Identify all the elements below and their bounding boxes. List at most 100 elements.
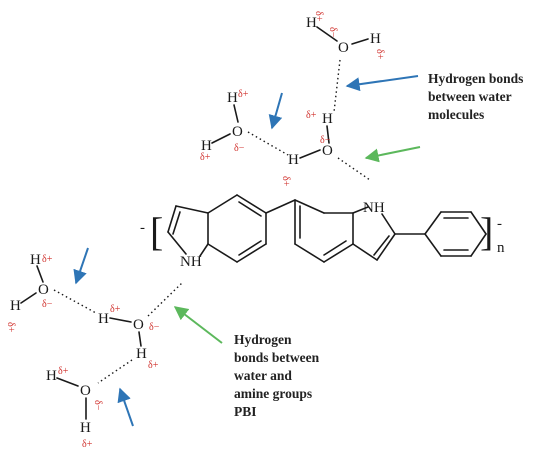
partial-charge-label: δ− [234,143,245,154]
partial-charge-label: δ+ [200,152,211,163]
water-water-hbond-arrow [117,387,134,427]
hydrogen-bond [337,157,371,181]
label-line: amine groups [234,386,312,401]
bond [56,377,79,387]
hydrogen-atom: H [30,252,41,268]
bond [470,233,487,257]
polymer-repeat-subscript: n [497,240,505,256]
water-molecule: H O H δ+ δ− δ+ [46,366,103,450]
partial-charge-label: δ− [42,299,53,310]
hydrogen-atom: H [201,138,212,154]
label-water-water: Hydrogen bonds between water molecules [428,71,523,122]
bond [211,133,231,144]
water-amine-hbond-arrow [364,146,421,163]
bond [238,201,262,217]
water-water-hbond-arrow [73,247,89,285]
oxygen-atom: O [232,124,243,140]
oxygen-atom: O [38,282,49,298]
partial-charge-label: δ+ [42,254,53,265]
water-water-hbond-arrow [268,92,283,130]
label-line: water and [234,368,292,383]
bond [167,231,187,255]
water-amine-hbond-arrow [173,306,223,344]
partial-charge-label: δ− [320,135,331,146]
partial-charge-label: δ+ [82,439,93,450]
pbi-polymer-structure: - [ NH NH [140,194,505,270]
bond [470,211,487,235]
bond [373,235,390,256]
bond [316,26,338,42]
hydrogen-atom: H [80,420,91,436]
bond [138,331,142,347]
water-molecule: H O H δ+ δ− δ+ [98,304,160,371]
label-line: molecules [428,107,484,122]
nitrogen-hydrogen-left: NH [180,254,202,270]
partial-charge-label: δ+ [110,304,121,315]
hydrogen-atom: H [10,298,21,314]
water-molecule: H O H δ+ δ− δ+ [280,110,333,187]
water-water-hbond-arrow [345,75,419,92]
bond [207,194,238,214]
polymer-close-bracket: ] [480,209,493,254]
bond [233,104,239,123]
label-line: PBI [234,404,257,419]
bond [265,199,296,214]
polymer-left-dash: - [140,220,145,236]
partial-charge-label: δ+ [238,89,249,100]
hydrogen-atom: H [370,31,381,47]
bond [352,243,378,261]
hydrogen-atom: H [46,368,57,384]
lower-water-cluster: H O H δ+ δ− δ+ H O H δ+ δ− δ+ H O H [5,252,183,450]
polymer-right-dash: - [497,216,502,232]
bond [299,149,321,159]
partial-charge-label: δ− [149,322,160,333]
water-molecule: H O H δ+ δ− δ+ [5,252,53,333]
label-line: bonds between [234,350,320,365]
bond [351,38,369,45]
water-molecule: H O H δ+ δ− δ+ [200,89,249,163]
water-molecule: O H H δ+ δ− δ+ [306,11,385,60]
label-line: between water [428,89,512,104]
hydrogen-atom: H [98,311,109,327]
hydrogen-bond [333,59,341,113]
bond [376,233,396,261]
oxygen-atom: O [322,143,333,159]
bond [323,243,354,263]
hydrogen-atom: H [227,90,238,106]
hydrogen-bond [147,282,183,317]
bond [352,206,369,214]
partial-charge-label: δ− [327,27,338,38]
label-water-amine: Hydrogen bonds between water and amine g… [234,332,320,419]
partial-charge-label: δ+ [374,49,385,60]
bond [199,243,209,257]
bond [294,199,325,214]
partial-charge-label: δ+ [306,110,317,121]
partial-charge-label: δ+ [58,366,69,377]
bond [236,243,267,263]
hydrogen-bond [53,289,97,314]
bond [381,213,396,235]
bond [109,317,132,323]
partial-charge-label: δ+ [313,11,324,22]
hydrogen-atom: H [288,152,299,168]
bond [207,243,238,263]
partial-charge-label: δ+ [5,322,16,333]
partial-charge-label: δ− [92,400,103,411]
hydrogen-bond [247,131,289,156]
bond [20,292,37,304]
bond [326,125,330,144]
bond [238,240,262,256]
hydrogen-atom: H [306,15,317,31]
oxygen-atom: O [80,383,91,399]
bond [175,205,209,214]
annotation-arrows [73,75,421,427]
partial-charge-label: δ+ [280,176,291,187]
bond [172,211,181,235]
oxygen-atom: O [338,40,349,56]
bond [424,233,442,257]
partial-charge-label: δ+ [148,360,159,371]
bond [323,240,347,256]
upper-water-cluster: O H H δ+ δ− δ+ H O H δ+ δ− δ+ H O H [200,11,385,187]
bond [36,265,44,283]
